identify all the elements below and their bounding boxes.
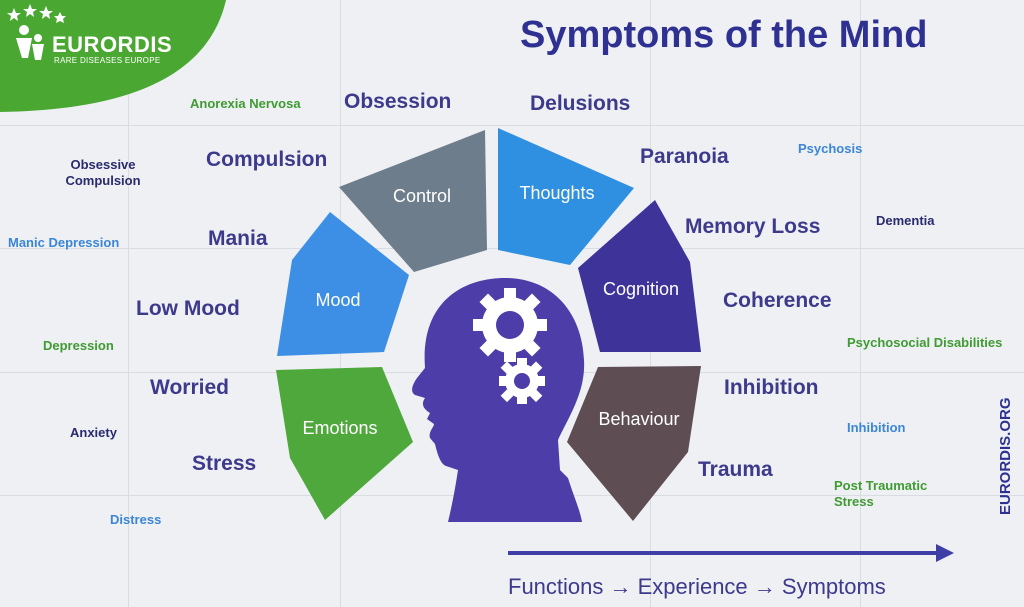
flow-caption: Functions → Experience → Symptoms bbox=[508, 574, 886, 599]
segment-label-behaviour: Behaviour bbox=[598, 409, 679, 429]
segment-emotions bbox=[276, 367, 413, 520]
term-inhibition-minor: Inhibition bbox=[847, 420, 906, 435]
logo: EURORDIS RARE DISEASES EUROPE bbox=[0, 0, 230, 112]
term-depression: Depression bbox=[43, 338, 114, 353]
term-inhibition: Inhibition bbox=[724, 376, 819, 399]
term-trauma: Trauma bbox=[698, 458, 773, 481]
term-psychosocial: Psychosocial Disabilities bbox=[847, 335, 1003, 350]
segment-thoughts bbox=[498, 128, 634, 265]
term-ptsd: Post Traumatic Stress bbox=[834, 478, 928, 509]
segment-mood bbox=[277, 212, 409, 356]
logo-tagline: RARE DISEASES EUROPE bbox=[54, 56, 161, 65]
segment-behaviour bbox=[567, 366, 701, 521]
segment-label-mood: Mood bbox=[315, 290, 360, 310]
term-manic-depression: Manic Depression bbox=[8, 235, 120, 250]
term-dementia: Dementia bbox=[876, 213, 935, 228]
grid-line bbox=[128, 0, 129, 607]
segment-label-emotions: Emotions bbox=[302, 418, 377, 438]
term-obsession: Obsession bbox=[344, 90, 452, 113]
page-title: Symptoms of the Mind bbox=[520, 14, 928, 56]
flow-arrow bbox=[508, 551, 940, 555]
side-url: EURORDIS.ORG bbox=[997, 397, 1014, 515]
head-silhouette-icon bbox=[412, 278, 585, 522]
segment-control bbox=[339, 130, 487, 272]
term-compulsion: Compulsion bbox=[206, 148, 328, 171]
segment-label-cognition: Cognition bbox=[603, 279, 679, 299]
term-memory-loss: Memory Loss bbox=[685, 215, 821, 238]
term-paranoia: Paranoia bbox=[640, 145, 729, 168]
term-anorexia: Anorexia Nervosa bbox=[190, 96, 301, 111]
term-anxiety: Anxiety bbox=[70, 425, 117, 440]
term-distress: Distress bbox=[110, 512, 162, 527]
logo-name: EURORDIS bbox=[52, 32, 173, 57]
arrow-head-icon bbox=[936, 544, 954, 562]
grid-line bbox=[860, 0, 861, 607]
term-stress: Stress bbox=[192, 452, 257, 475]
term-psychosis: Psychosis bbox=[798, 141, 863, 156]
segment-cognition bbox=[578, 200, 701, 352]
grid-line bbox=[0, 125, 1024, 126]
term-worried: Worried bbox=[150, 376, 229, 399]
term-coherence: Coherence bbox=[723, 289, 832, 312]
stars-icon bbox=[7, 4, 66, 23]
logo-shape bbox=[0, 0, 226, 112]
term-low-mood: Low Mood bbox=[136, 297, 240, 320]
term-delusions: Delusions bbox=[530, 92, 631, 115]
term-mania: Mania bbox=[208, 227, 268, 250]
term-obsessive-compulsion: Obsessive Compulsion bbox=[65, 157, 141, 188]
segment-label-thoughts: Thoughts bbox=[519, 183, 594, 203]
segment-label-control: Control bbox=[393, 186, 451, 206]
people-icon bbox=[16, 25, 44, 60]
